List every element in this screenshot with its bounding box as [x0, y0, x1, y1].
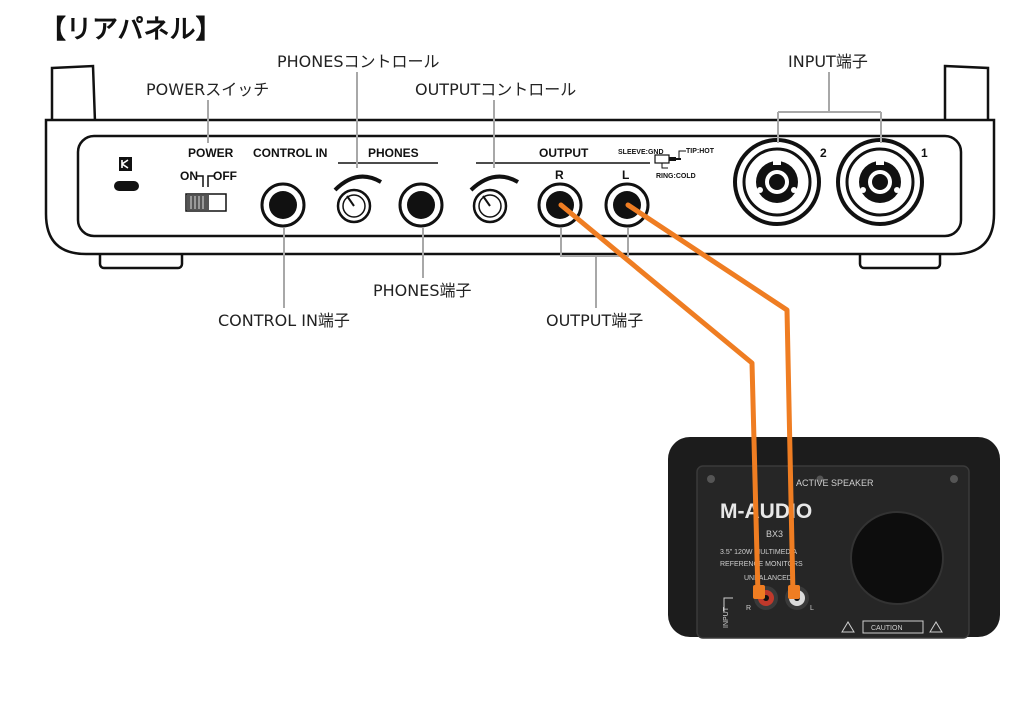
audio-interface: POWER ON OFF CONTROL IN PHONES OUTPUT [44, 64, 996, 270]
speaker-caution: CAUTION [871, 625, 903, 632]
leader-output-jack [560, 228, 629, 308]
phones-knob-arc [333, 174, 383, 192]
input-number-1: 1 [921, 146, 928, 160]
speaker-desc-2: REFERENCE MONITORS [720, 561, 803, 568]
lock-icon [119, 157, 132, 171]
leader-input-jack [777, 72, 882, 143]
speaker-brand: M-AUDIO [720, 500, 812, 523]
cable-r-plug [753, 585, 765, 599]
phones-knob[interactable] [336, 188, 372, 224]
power-switch[interactable] [185, 193, 227, 212]
cable-l [625, 202, 796, 598]
panel-label-control-in: CONTROL IN [253, 146, 327, 160]
callout-control-in-jack: CONTROL IN端子 [218, 311, 350, 330]
callout-phones-control: PHONESコントロール [277, 52, 440, 71]
trs-plug-icon [654, 150, 686, 169]
callout-power-switch: POWERスイッチ [146, 80, 269, 99]
callout-phones-jack: PHONES端子 [373, 281, 472, 300]
phones-jack[interactable] [398, 182, 444, 228]
trs-tip-label: TIP:HOT [686, 148, 715, 155]
input-jack-1[interactable] [836, 138, 924, 226]
warning-icon [841, 621, 855, 633]
speaker: ACTIVE SPEAKER M-AUDIO BX3 3.5" 120W MUL… [668, 437, 1000, 639]
panel-label-phones: PHONES [368, 146, 419, 160]
output-knob[interactable] [472, 188, 508, 224]
control-in-jack[interactable] [260, 182, 306, 228]
cable-r [558, 202, 761, 598]
panel-label-on: ON [180, 169, 198, 183]
cable-l-plug [788, 585, 800, 599]
warning-icon [929, 621, 943, 633]
output-knob-arc [469, 174, 520, 192]
speaker-bass-port [850, 511, 944, 605]
speaker-unbalanced: UNBALANCED [744, 575, 792, 582]
rear-foot-right [943, 64, 990, 124]
panel-label-output: OUTPUT [539, 146, 589, 160]
kensington-lock [114, 157, 139, 191]
callout-output-control: OUTPUTコントロール [415, 80, 576, 99]
panel-label-off: OFF [213, 169, 237, 183]
diagram-title: 【リアパネル】 [40, 15, 221, 45]
speaker-l-label: L [810, 605, 814, 612]
speaker-model: BX3 [766, 529, 783, 539]
panel-label-power: POWER [188, 146, 234, 160]
trs-ring-label: RING:COLD [656, 173, 696, 180]
speaker-caution-box [862, 620, 924, 634]
lock-slot[interactable] [114, 181, 139, 191]
input-jack-2[interactable] [733, 138, 821, 226]
leader-lines [207, 72, 882, 308]
input-number-2: 2 [820, 146, 827, 160]
panel-label-l: L [622, 168, 629, 182]
speaker-active-label: ACTIVE SPEAKER [796, 478, 874, 488]
rear-foot-left [50, 64, 97, 124]
speaker-screws [707, 475, 958, 483]
speaker-r-label: R [746, 605, 751, 612]
trs-sleeve-label: SLEEVE:GND [618, 149, 664, 156]
callout-output-jack: OUTPUT端子 [546, 311, 643, 330]
speaker-input-label: INPUT [723, 606, 730, 628]
callout-input-jack: INPUT端子 [788, 52, 868, 71]
panel-label-r: R [555, 168, 564, 182]
